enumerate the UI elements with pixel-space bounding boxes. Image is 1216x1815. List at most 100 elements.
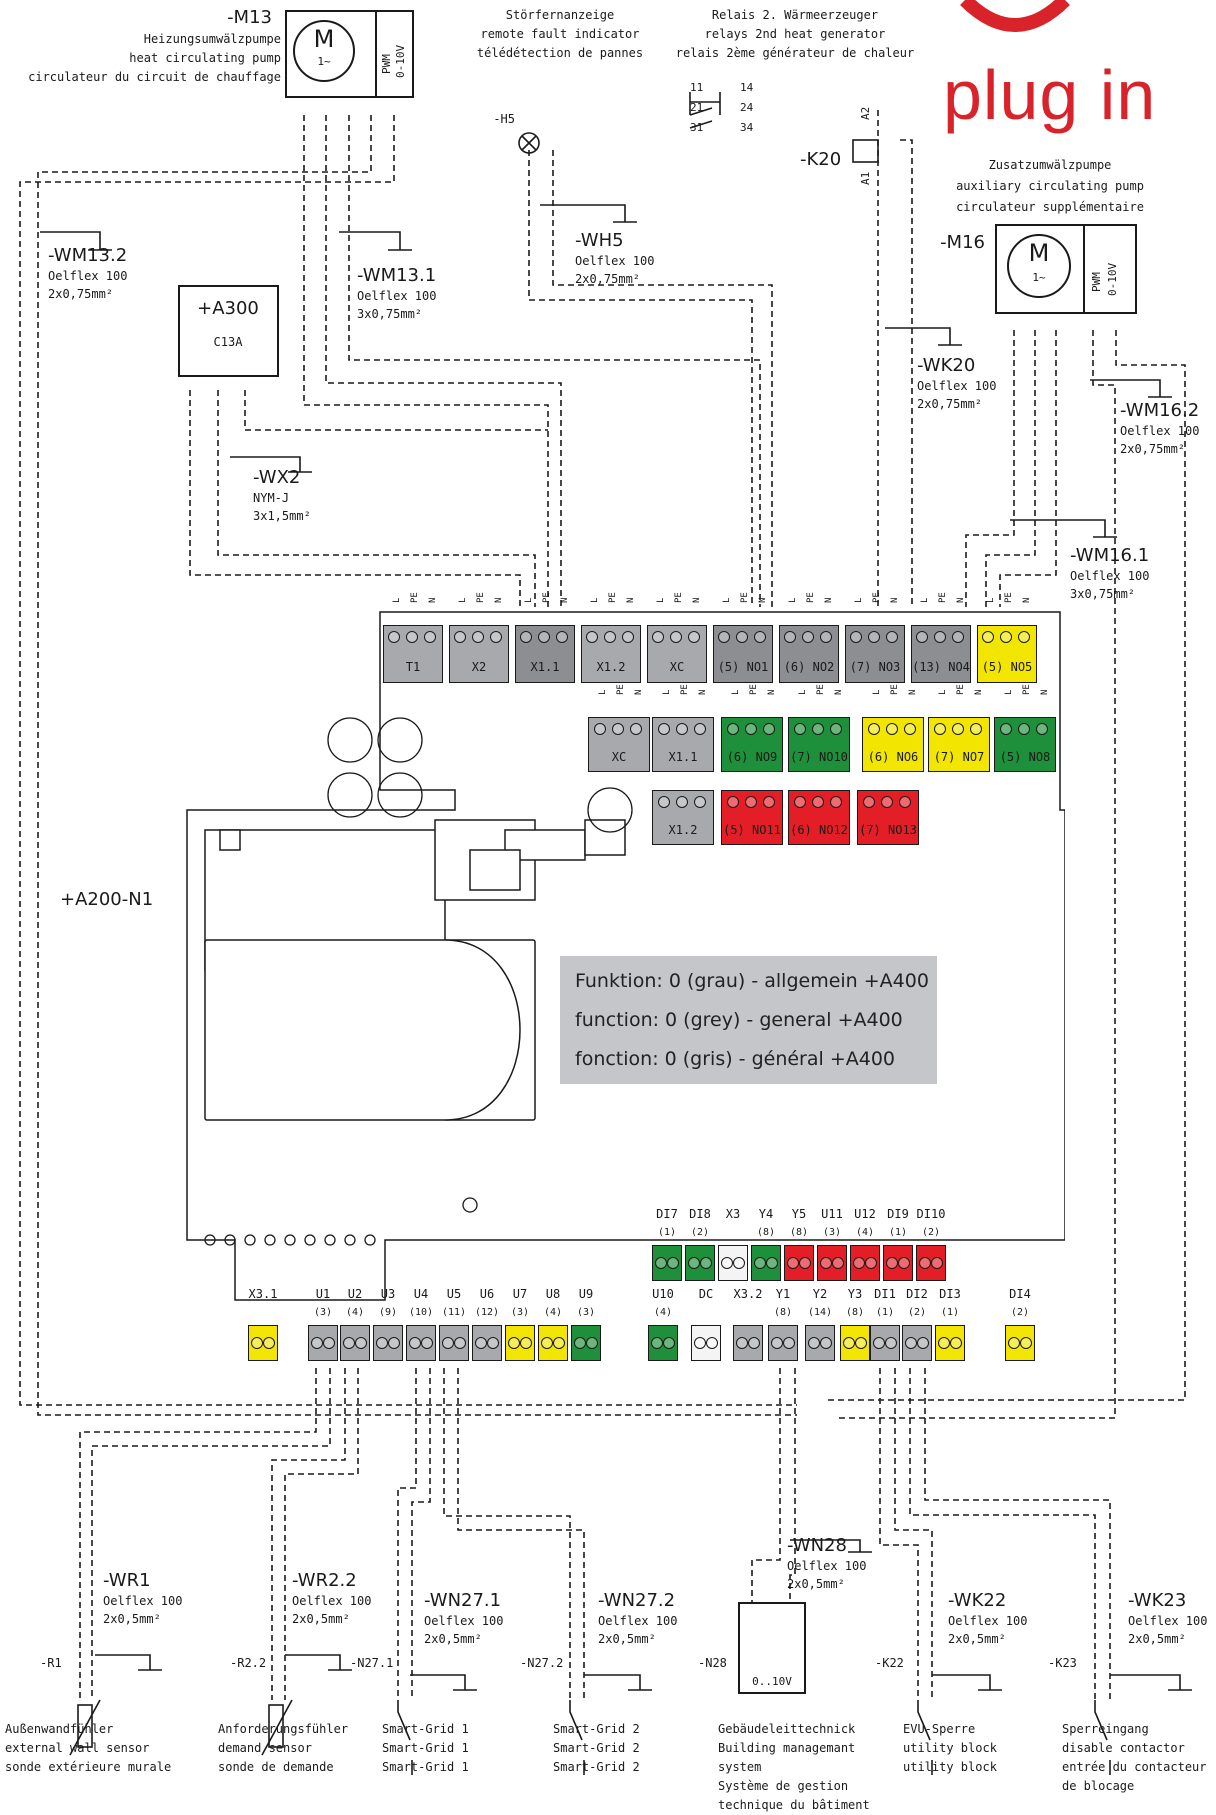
- terminal-label: XC: [669, 660, 685, 674]
- terminal-num: (12): [474, 1307, 500, 1318]
- pin-label: N: [1022, 597, 1032, 603]
- pin-label: N: [494, 597, 504, 603]
- terminal-label: (5) NO5: [981, 660, 1033, 674]
- cable-size: 2x0,75mm²: [575, 272, 641, 286]
- terminal-screw: [409, 1337, 421, 1349]
- cable-size: 2x0,5mm²: [1128, 1632, 1186, 1646]
- cable-id: -WH5: [575, 230, 624, 251]
- terminal-screw: [771, 1337, 783, 1349]
- terminal-screw: [931, 1257, 943, 1269]
- terminal-screw: [881, 796, 893, 808]
- cable-size: 3x0,75mm²: [1070, 587, 1136, 601]
- terminal-screw: [868, 723, 880, 735]
- terminal-screw: [917, 1337, 929, 1349]
- cable-type: Oelflex 100: [103, 1594, 183, 1608]
- cable-size: 2x0,5mm²: [103, 1612, 161, 1626]
- terminal-screw: [820, 631, 832, 643]
- terminal-screw: [454, 631, 466, 643]
- brand-tagline: plug in: [943, 56, 1157, 134]
- terminal-screw: [388, 631, 400, 643]
- terminal-screw: [754, 1257, 766, 1269]
- terminal-screw: [745, 723, 757, 735]
- cable-id: -WX2: [253, 467, 301, 488]
- terminal-screw: [802, 631, 814, 643]
- terminal-screw: [916, 631, 928, 643]
- terminal-screw: [863, 796, 875, 808]
- terminal-label: U10: [652, 1287, 674, 1301]
- terminal-label: U5: [446, 1287, 462, 1301]
- terminal-label: (7) NO3: [849, 660, 901, 674]
- terminal-num: (8): [756, 1227, 776, 1238]
- device-description-line: Anforderungsfühler: [218, 1722, 349, 1736]
- pin-label: PE: [1004, 592, 1014, 603]
- terminal-screw: [1000, 631, 1012, 643]
- cable-type: Oelflex 100: [787, 1559, 867, 1573]
- a300-tag: +A300: [197, 298, 259, 319]
- cable-id: -WM13.2: [48, 245, 128, 266]
- terminal-label: (5) NO8: [999, 750, 1051, 764]
- terminal-screw: [886, 631, 898, 643]
- cable-id: -WR1: [103, 1570, 151, 1591]
- terminal-screw: [487, 1337, 499, 1349]
- terminal-screw: [594, 723, 606, 735]
- terminal-label: (6) NO6: [867, 750, 919, 764]
- terminal-num: (11): [441, 1307, 467, 1318]
- pin-label: PE: [674, 592, 684, 603]
- h5-tag: -H5: [493, 112, 515, 126]
- terminal-screw: [388, 1337, 400, 1349]
- terminal-screw: [343, 1337, 355, 1349]
- terminal-screw: [541, 1337, 553, 1349]
- k20-coil-a2: A2: [859, 106, 872, 120]
- terminal-num: (1): [940, 1307, 960, 1318]
- terminal-label: X1.1: [668, 750, 698, 764]
- pin-label: N: [908, 689, 918, 695]
- terminal-screw: [538, 631, 550, 643]
- m16-motor-symbol: M: [1028, 239, 1050, 267]
- device-description-line: disable contactor: [1062, 1741, 1185, 1755]
- cable-size: 2x0,75mm²: [917, 397, 983, 411]
- terminal-screw: [676, 723, 688, 735]
- m13-pwm-range: 0-10V: [394, 44, 407, 78]
- cable-id: -WR2.2: [292, 1570, 357, 1591]
- pin-label: PE: [680, 684, 690, 695]
- device-description-line: system: [718, 1760, 762, 1774]
- terminal-label: DC: [698, 1287, 714, 1301]
- cable-type: Oelflex 100: [424, 1614, 504, 1628]
- terminal-label: (5) NO11: [723, 823, 781, 837]
- terminal-screw: [586, 631, 598, 643]
- terminal-screw: [850, 631, 862, 643]
- terminal-num: (10): [408, 1307, 434, 1318]
- pin-label: L: [656, 597, 666, 603]
- m13-tag: -M13: [227, 7, 272, 28]
- terminal-num: (4): [345, 1307, 365, 1318]
- terminal-label: (6) NO12: [790, 823, 848, 837]
- terminal-screw: [830, 723, 842, 735]
- terminal-label: (6) NO9: [726, 750, 778, 764]
- terminal-screw: [934, 631, 946, 643]
- cable-size: 2x0,5mm²: [598, 1632, 656, 1646]
- device-description-line: Building managemant: [718, 1741, 856, 1755]
- m16-pwm-range: 0-10V: [1106, 262, 1119, 296]
- function-line-fr: fonction: 0 (gris) - général +A400: [575, 1048, 896, 1070]
- terminal-screw: [938, 1337, 950, 1349]
- terminal-label: (7) NO13: [859, 823, 917, 837]
- terminal-screw: [421, 1337, 433, 1349]
- terminal-screw: [736, 631, 748, 643]
- terminal-screw: [700, 1257, 712, 1269]
- terminal-label: DI2: [906, 1287, 928, 1301]
- pin-label: PE: [410, 592, 420, 603]
- device-description-line: de blocage: [1062, 1779, 1135, 1793]
- pin-label: PE: [740, 592, 750, 603]
- pin-label: PE: [542, 592, 552, 603]
- terminal-screw: [982, 631, 994, 643]
- pin-label: PE: [816, 684, 826, 695]
- cable-id: -WM16.2: [1120, 400, 1200, 421]
- device-description-line: external wall sensor: [5, 1741, 150, 1755]
- terminal-screw: [885, 1337, 897, 1349]
- terminal-label: U11: [821, 1207, 843, 1221]
